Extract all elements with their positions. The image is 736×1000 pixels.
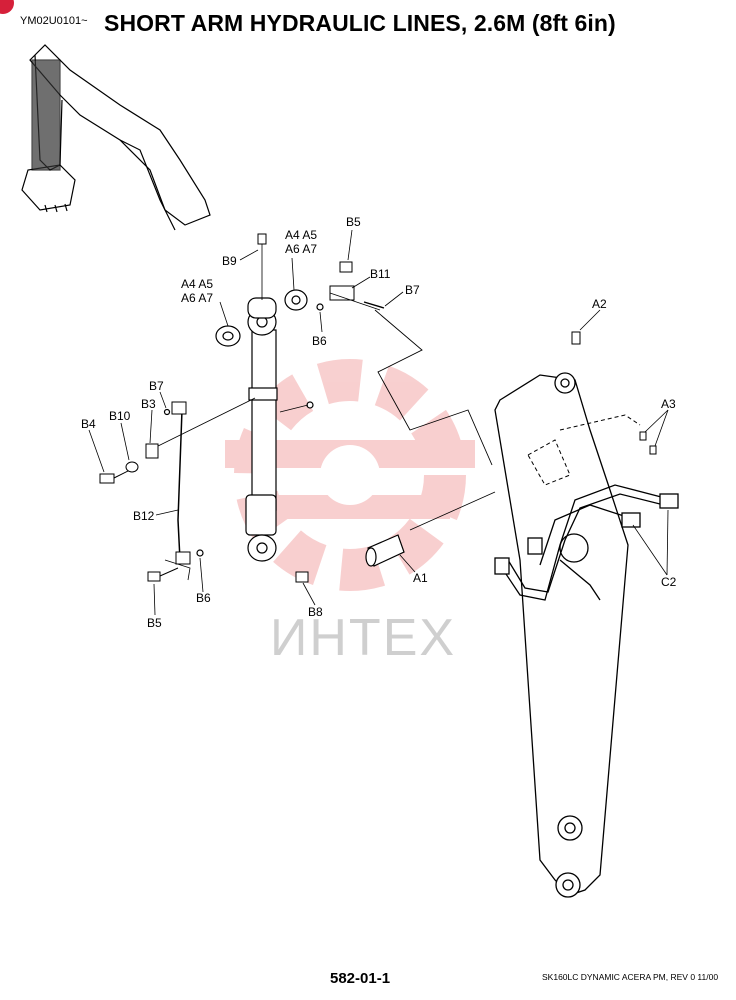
page-title: SHORT ARM HYDRAULIC LINES, 2.6M (8ft 6in…: [104, 10, 616, 36]
route-lines: [374, 309, 493, 466]
callout-b9: B9: [222, 254, 237, 268]
callout-labels: B9 A4 A5 A6 A7 B5 B11 B7 A4 A5 A6 A7 B6 …: [81, 215, 677, 630]
arm-cylinder: [245, 297, 278, 562]
footer-note: SK160LC DYNAMIC ACERA PM, REV 0 11/00: [542, 972, 719, 982]
callout-b6-bottom: B6: [196, 591, 211, 605]
callout-a1: A1: [413, 571, 428, 585]
corner-badge: [0, 0, 14, 14]
callout-b12: B12: [133, 509, 155, 523]
callout-a4a5-top-2: A4 A5: [181, 277, 213, 291]
washers: [163, 289, 324, 557]
page-number: 582-01-1: [330, 970, 391, 987]
callout-b3: B3: [141, 397, 156, 411]
callout-a3: A3: [661, 397, 676, 411]
callout-b6-top: B6: [312, 334, 327, 348]
callout-b7-top: B7: [405, 283, 420, 297]
callout-b10: B10: [109, 409, 131, 423]
excavator-thumbnail: [21, 44, 211, 231]
pipe-b12: [145, 397, 256, 581]
page-code: YM02U0101~: [20, 15, 88, 27]
callout-b11: B11: [370, 267, 391, 281]
hoses-c2: [494, 484, 679, 601]
pin-a1: [365, 534, 405, 567]
watermark-logo: [225, 359, 475, 591]
arm-body: [494, 372, 629, 898]
callout-a4a5-top-1: A4 A5: [285, 228, 317, 242]
callout-b8: B8: [308, 605, 323, 619]
callout-a2: A2: [592, 297, 607, 311]
watermark-text: ИНТЕХ: [270, 609, 456, 667]
callout-c2: C2: [661, 575, 677, 589]
leader-lines: [88, 229, 669, 616]
callout-b5-top: B5: [346, 215, 361, 229]
callout-b5-bottom: B5: [147, 616, 162, 630]
callout-a6a7-top-1: A6 A7: [285, 242, 317, 256]
callout-a6a7-top-2: A6 A7: [181, 291, 213, 305]
callout-b7-left: B7: [149, 379, 164, 393]
callout-b4: B4: [81, 417, 96, 431]
